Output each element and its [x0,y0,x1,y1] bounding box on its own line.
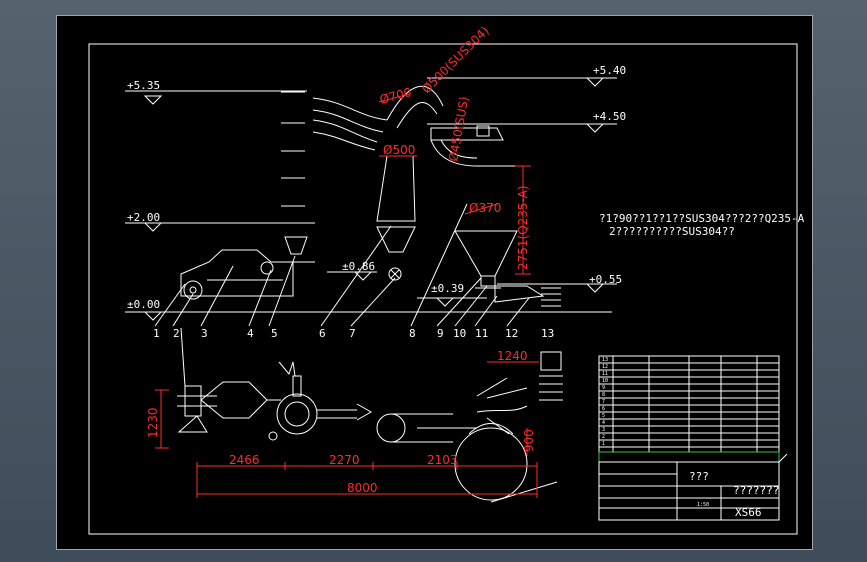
svg-text:7: 7 [602,399,605,405]
svg-text:4: 4 [602,420,605,426]
svg-text:5: 5 [271,327,278,340]
callout-leaders [154,203,530,327]
parts-list-table [598,355,780,453]
dim-label-1240: 1240 [497,349,528,363]
elevation-dimension-lines [378,93,531,275]
svg-text:4: 4 [247,327,254,340]
pipe-label-d450-sus: Ø450(SUS) [446,95,471,162]
svg-text:7: 7 [349,327,356,340]
level-label-000: ±0.00 [127,298,160,311]
pipe-label-d500-sus: Ø500(SUS304) [419,24,492,97]
svg-text:1: 1 [602,441,605,447]
cad-drawing: +5.35 +5.40 +4.50 +2.00 ±0.86 ±0.39 +0.5… [88,24,805,535]
svg-text:13: 13 [602,357,608,363]
title-block-title: ??? [689,470,709,483]
title-block-company: ??????? [733,484,779,497]
title-block-drawing-no: XS66 [735,506,762,519]
svg-text:3: 3 [201,327,208,340]
svg-text:2: 2 [602,434,605,440]
title-block-scale: 1:50 [697,502,709,508]
title-block [598,451,788,521]
svg-text:11: 11 [602,371,608,377]
drawing-frame [88,43,798,535]
svg-text:6: 6 [602,406,605,412]
svg-text:3: 3 [602,427,605,433]
svg-text:12: 12 [602,364,608,370]
dim-label-8000: 8000 [347,481,378,495]
callout-numbers: 1 2 3 4 5 6 7 8 9 10 11 12 13 [153,327,554,340]
dim-label-2466: 2466 [229,453,260,467]
svg-text:9: 9 [437,327,444,340]
svg-text:9: 9 [602,385,605,391]
dim-label-2103: 2103 [427,453,458,467]
dim-label-900: 900 [522,429,536,452]
svg-text:2: 2 [173,327,180,340]
parts-list-rows [599,362,779,448]
note-line-1: ?1?90??1??1??SUS304???2??Q235-A [599,212,805,225]
level-label-039: ±0.39 [431,282,464,295]
level-label-055: +0.55 [589,273,622,286]
svg-text:10: 10 [453,327,466,340]
dim-label-1230: 1230 [146,407,160,438]
note-line-2: 2??????????SUS304?? [609,225,735,238]
pipe-label-d500: Ø500 [383,143,415,157]
svg-text:8: 8 [602,392,605,398]
svg-text:5: 5 [602,413,605,419]
svg-text:1: 1 [153,327,160,340]
level-label-200: +2.00 [127,211,160,224]
level-lines [125,77,617,313]
level-markers [143,77,605,321]
svg-text:8: 8 [409,327,416,340]
svg-text:12: 12 [505,327,518,340]
svg-text:6: 6 [319,327,326,340]
level-label-540: +5.40 [593,64,626,77]
pipe-label-d700: Ø700 [378,85,413,107]
level-label-535: +5.35 [127,79,160,92]
svg-text:13: 13 [541,327,554,340]
dim-label-2270: 2270 [329,453,360,467]
drawing-sheet: +5.35 +5.40 +4.50 +2.00 ±0.86 ±0.39 +0.5… [56,15,813,550]
level-label-450: +4.50 [593,110,626,123]
level-label-086: ±0.86 [342,260,375,273]
svg-text:10: 10 [602,378,608,384]
svg-text:11: 11 [475,327,488,340]
plan-dimension-lines [155,361,539,498]
plan-view [177,327,563,503]
parts-list-item-numbers: 13 12 11 10 9 8 7 6 5 4 3 2 1 [602,357,608,447]
elevation-view [180,85,561,307]
